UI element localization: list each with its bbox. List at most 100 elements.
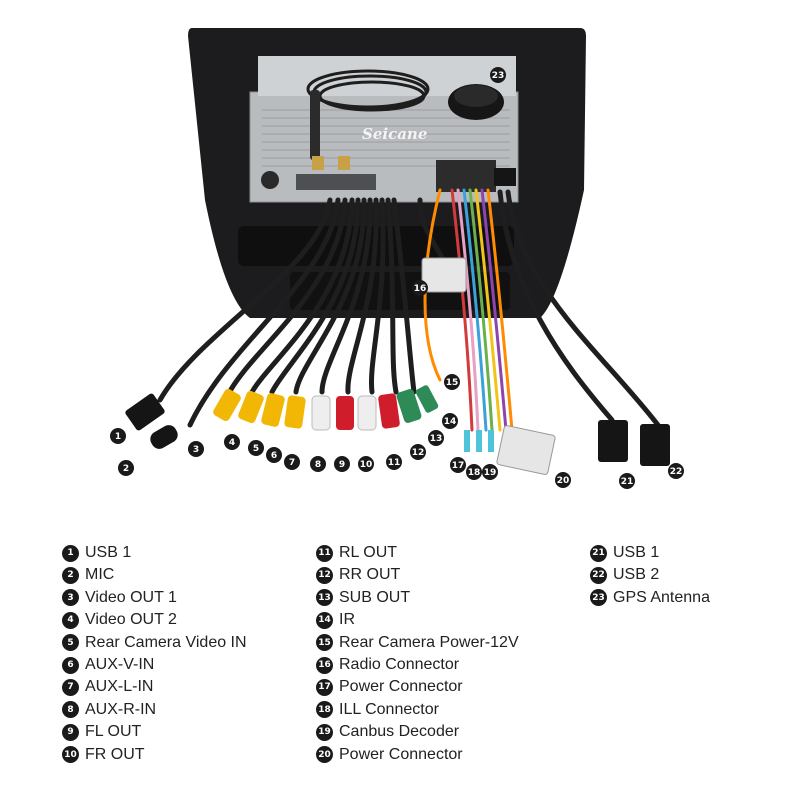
legend-label: GPS Antenna xyxy=(613,588,710,606)
legend-number-badge: 19 xyxy=(316,723,333,741)
mic-plug xyxy=(150,425,178,449)
legend-label: USB 1 xyxy=(85,544,132,561)
svg-text:7: 7 xyxy=(289,458,295,468)
color-harness-wires xyxy=(423,188,514,432)
legend-item: 1 USB 1 xyxy=(62,542,247,564)
usb-plug-21 xyxy=(598,420,628,462)
legend-label: RL OUT xyxy=(339,544,398,561)
legend-label: ILL Connector xyxy=(339,700,439,718)
legend-label: IR xyxy=(339,611,355,629)
legend-item: 11 RL OUT xyxy=(316,542,519,564)
legend-item: 3 Video OUT 1 xyxy=(62,587,247,609)
usb-plug-1 xyxy=(125,393,165,431)
canbus-pin-19 xyxy=(488,430,494,452)
legend-number-badge: 7 xyxy=(62,679,79,697)
legend-item: 18 ILL Connector xyxy=(316,699,519,721)
legend-number-badge: 5 xyxy=(62,634,79,652)
svg-text:5: 5 xyxy=(253,444,259,454)
svg-text:8: 8 xyxy=(315,460,321,470)
svg-text:16: 16 xyxy=(414,284,427,294)
legend-number-badge: 14 xyxy=(316,611,333,629)
legend-number-badge: 16 xyxy=(316,656,333,674)
legend-item: 15 Rear Camera Power-12V xyxy=(316,632,519,654)
wifi-antenna xyxy=(310,90,320,160)
legend-number-badge: 9 xyxy=(62,723,79,741)
legend-number-badge: 23 xyxy=(590,589,607,607)
svg-text:13: 13 xyxy=(430,434,443,444)
svg-text:9: 9 xyxy=(339,460,345,470)
legend-label: Rear Camera Video IN xyxy=(85,633,247,651)
gold-connector xyxy=(312,156,324,170)
power-connector-20 xyxy=(496,425,556,475)
legend-label: Rear Camera Power-12V xyxy=(339,633,519,651)
legend-item: 19 Canbus Decoder xyxy=(316,721,519,743)
legend-label: Video OUT 2 xyxy=(85,611,177,629)
legend-label: Video OUT 1 xyxy=(85,588,177,606)
legend-number-badge: 13 xyxy=(316,589,333,607)
legend-label: FL OUT xyxy=(85,723,142,741)
legend-number-badge: 18 xyxy=(316,701,333,719)
legend-item: 23 GPS Antenna xyxy=(590,587,710,609)
svg-text:18: 18 xyxy=(468,468,481,478)
legend-item: 5 Rear Camera Video IN xyxy=(62,632,247,654)
usb-socket xyxy=(494,168,516,186)
legend-item: 9 FL OUT xyxy=(62,721,247,743)
legend-number-badge: 11 xyxy=(316,544,333,562)
legend-label: FR OUT xyxy=(85,745,145,763)
legend-item: 14 IR xyxy=(316,609,519,631)
legend-label: Canbus Decoder xyxy=(339,723,460,741)
brand-logo: Seicane xyxy=(362,125,427,143)
legend-item: 7 AUX-L-IN xyxy=(62,676,247,698)
legend-label: AUX-R-IN xyxy=(85,700,157,718)
legend-number-badge: 2 xyxy=(62,567,79,585)
legend-label: Power Connector xyxy=(339,745,463,763)
product-photo: Seicane xyxy=(110,28,684,489)
radio-connector xyxy=(421,257,467,293)
legend-number-badge: 15 xyxy=(316,634,333,652)
svg-text:3: 3 xyxy=(193,445,199,455)
svg-text:10: 10 xyxy=(360,460,373,470)
svg-text:20: 20 xyxy=(557,476,570,486)
legend-number-badge: 20 xyxy=(316,746,333,764)
legend-label: Power Connector xyxy=(339,678,463,696)
svg-text:4: 4 xyxy=(229,438,235,448)
svg-text:2: 2 xyxy=(123,464,129,474)
svg-text:15: 15 xyxy=(446,378,459,388)
svg-text:12: 12 xyxy=(412,448,425,458)
legend-label: USB 1 xyxy=(613,544,660,561)
legend-label: Radio Connector xyxy=(339,655,460,673)
legend-label: AUX-L-IN xyxy=(85,678,154,696)
svg-text:6: 6 xyxy=(271,451,277,461)
legend-number-badge: 12 xyxy=(316,567,333,585)
legend-number-badge: 22 xyxy=(590,567,607,585)
legend-number-badge: 21 xyxy=(590,544,607,562)
svg-text:21: 21 xyxy=(621,477,634,487)
svg-text:19: 19 xyxy=(484,468,497,478)
ill-pin-18 xyxy=(476,430,482,452)
svg-text:1: 1 xyxy=(115,432,121,442)
legend-number-badge: 3 xyxy=(62,589,79,607)
callout-badges: 23 16 1 2 3 4 5 6 7 8 9 10 11 12 13 14 1… xyxy=(110,67,684,489)
legend-number-badge: 1 xyxy=(62,544,79,562)
legend-label: RR OUT xyxy=(339,566,401,584)
legend-number-badge: 8 xyxy=(62,701,79,719)
svg-text:11: 11 xyxy=(388,458,401,468)
fm-antenna-socket xyxy=(261,171,279,189)
usb-plug-22 xyxy=(640,424,670,466)
main-harness-socket xyxy=(436,160,496,192)
svg-text:17: 17 xyxy=(452,461,465,471)
socket-block xyxy=(296,174,376,190)
svg-text:22: 22 xyxy=(670,467,683,477)
legend-item: 12 RR OUT xyxy=(316,564,519,586)
black-cables xyxy=(157,189,661,428)
legend-number-badge: 6 xyxy=(62,656,79,674)
svg-text:14: 14 xyxy=(444,417,457,427)
